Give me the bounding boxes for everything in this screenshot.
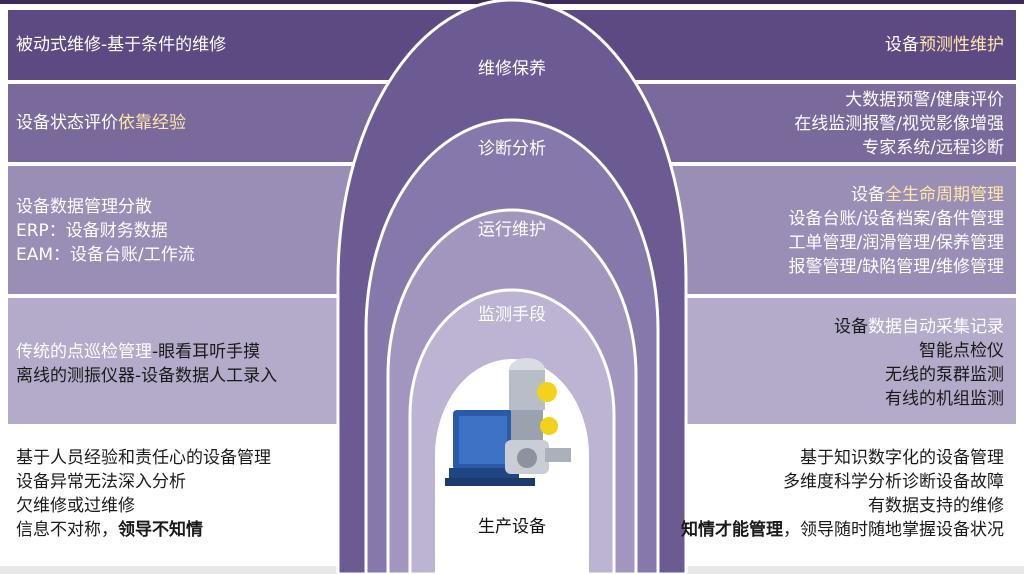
pump-icon [445,358,571,486]
left-row1: 被动式维修-基于条件的维修 [16,35,227,55]
right-row2: 大数据预警/健康评价 在线监测报警/视觉影像增强 专家系统/远程诊断 [794,90,1004,158]
label-equipment: 生产设备 [478,517,546,537]
right-row1: 设备预测性维护 [885,35,1004,55]
left-row3: 设备数据管理分散 ERP：设备财务数据 EAM：设备台账/工作流 [16,197,195,265]
label-monitoring: 监测手段 [478,305,546,325]
label-maintenance: 维修保养 [478,59,546,79]
right-row5: 基于知识数字化的设备管理 多维度科学分析诊断设备故障 有数据支持的维修 知情才能… [681,448,1004,540]
left-row2: 设备状态评价依靠经验 [16,113,186,133]
left-row5: 基于人员经验和责任心的设备管理 设备异常无法深入分析 欠维修或过维修 信息不对称… [16,448,271,540]
label-diagnosis: 诊断分析 [478,139,546,159]
left-row4: 传统的点巡检管理-眼看耳听手摸 离线的测振仪器-设备数据人工录入 [16,342,278,386]
right-row4: 设备数据自动采集记录 智能点检仪 无线的泵群监测 有线的机组监测 [834,317,1004,409]
label-operation: 运行维护 [478,220,546,240]
right-row3: 设备全生命周期管理 设备台账/设备档案/备件管理 工单管理/润滑管理/保养管理 … [788,185,1004,277]
